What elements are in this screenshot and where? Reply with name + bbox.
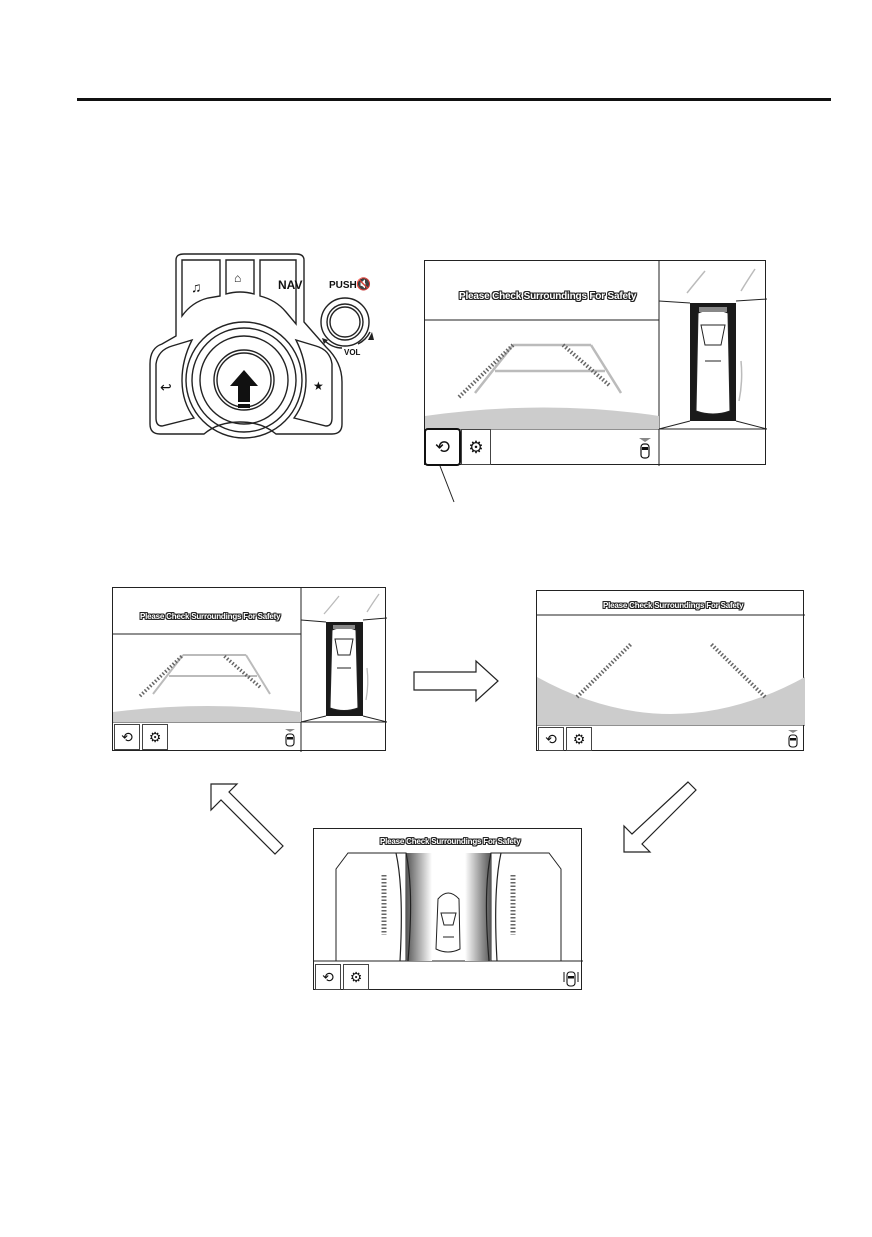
camera-view-switch-icon: ⟲ [434,437,451,457]
controller-outline [149,253,374,439]
view-switch-button[interactable]: ⟲ [114,724,140,750]
transition-arrow-up-left [210,783,284,855]
settings-gear-icon: ⚙ [349,969,363,985]
view-switch-button[interactable]: ⟲ [315,964,341,990]
safety-message: Please Check Surroundings For Safety [380,837,521,846]
car-indicator-icon [563,971,579,987]
settings-gear-icon: ⚙ [468,437,484,457]
settings-gear-icon: ⚙ [572,731,586,747]
settings-button[interactable]: ⚙ [142,724,168,750]
display-screen-rear-top: Please Check Surroundings For Safety ⟲ ⚙ [112,587,387,752]
side-view-illustration [314,852,583,962]
camera-view-switch-icon: ⟲ [545,731,557,747]
rear-view-with-top-view-illustration [113,588,387,752]
view-switch-button[interactable]: ⟲ [424,428,461,466]
car-indicator-icon [788,730,798,748]
view-switch-button[interactable]: ⟲ [538,727,564,751]
mute-icon[interactable]: 🔇 [356,277,371,291]
car-indicator-icon [285,729,295,747]
volume-label: VOL [344,348,361,357]
commander-controller: ♫ ⌂ NAV ↩ ★ PUSH 🔇 VOL [136,252,386,442]
safety-message: Please Check Surroundings For Safety [459,291,637,302]
safety-message: Please Check Surroundings For Safety [603,601,744,610]
rear-view-with-top-view-illustration [425,261,767,466]
transition-arrow-right [413,659,499,703]
settings-button[interactable]: ⚙ [566,727,592,751]
page-header-rule [77,98,831,101]
camera-view-switch-icon: ⟲ [322,969,334,985]
safety-message: Please Check Surroundings For Safety [140,612,281,621]
transition-arrow-down-left [623,781,697,853]
back-icon[interactable]: ↩ [160,379,172,395]
rear-wide-view-illustration [537,614,805,726]
home-icon[interactable]: ⌂ [234,271,242,285]
nav-button[interactable]: NAV [278,278,303,292]
favorite-star-icon[interactable]: ★ [313,379,324,393]
car-indicator-icon [639,438,651,459]
callout-leader-line [439,466,455,503]
camera-view-switch-icon: ⟲ [121,729,133,745]
settings-gear-icon: ⚙ [148,729,162,745]
display-screen-main: Please Check Surroundings For Safety ⟲ ⚙ [424,260,767,466]
music-icon[interactable]: ♫ [191,279,202,295]
settings-button[interactable]: ⚙ [461,429,491,465]
display-screen-side-view: Please Check Surroundings For Safety ⟲ ⚙ [313,828,583,990]
push-mute-label[interactable]: PUSH [329,280,357,291]
display-screen-rear-wide: Please Check Surroundings For Safety ⟲ ⚙ [536,590,805,751]
settings-button[interactable]: ⚙ [343,964,369,990]
